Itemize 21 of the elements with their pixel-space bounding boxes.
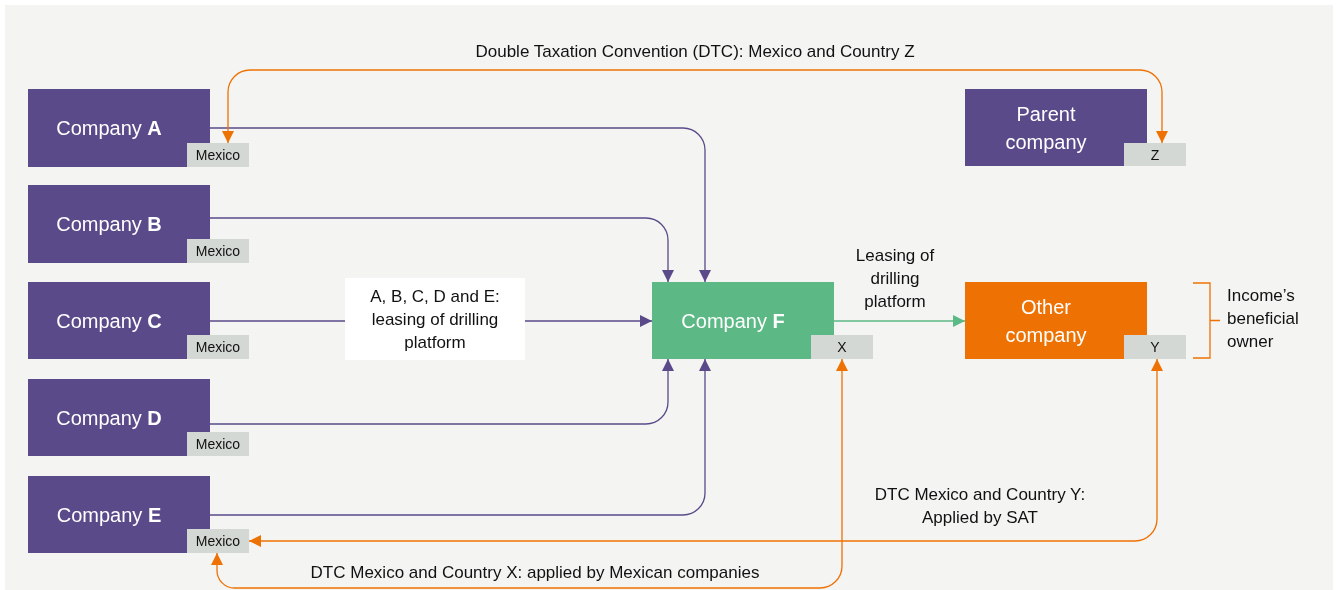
country-tag: Z	[1124, 143, 1186, 166]
arrow	[222, 69, 1168, 144]
arrow	[833, 315, 966, 327]
country-tag: X	[811, 335, 873, 359]
arrow	[209, 127, 711, 283]
note-text: Income’s beneficial owner	[1227, 285, 1300, 353]
company-box: Parent company	[965, 89, 1147, 166]
arrow	[209, 358, 674, 425]
country-tag: Mexico	[187, 143, 249, 167]
company-box: Company F	[652, 282, 834, 359]
company-box: Other company	[965, 282, 1147, 359]
arrow	[211, 358, 848, 589]
edge-label: A, B, C, D and E: leasing of drilling platform	[345, 278, 525, 360]
country-tag: Mexico	[187, 239, 249, 263]
arrow	[209, 217, 674, 283]
country-tag: Mexico	[187, 335, 249, 359]
country-tag: Mexico	[187, 432, 249, 456]
arrow	[248, 358, 1163, 547]
arrow	[209, 358, 711, 516]
country-tag: Mexico	[187, 529, 249, 553]
country-tag: Y	[1124, 335, 1186, 359]
